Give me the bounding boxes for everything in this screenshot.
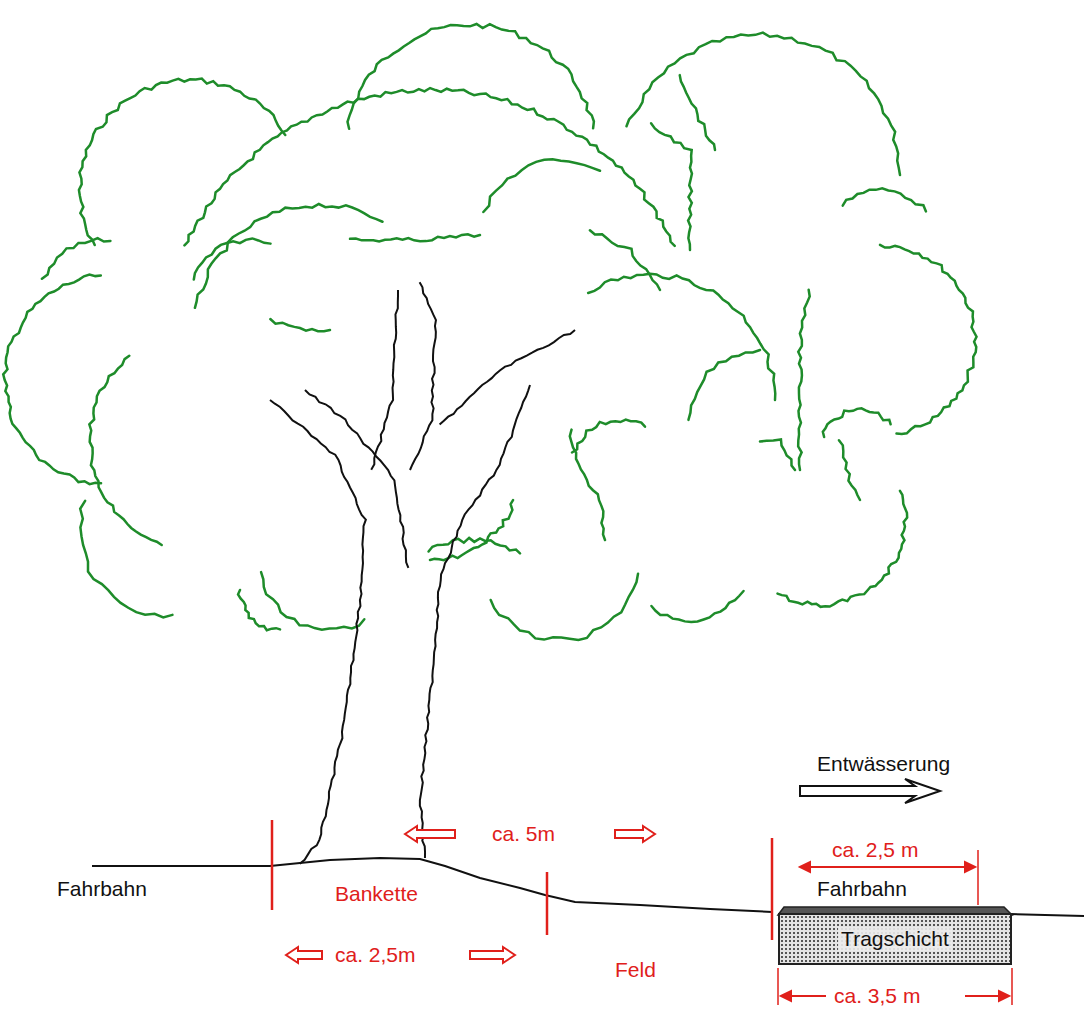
canopy-stroke — [238, 590, 280, 630]
dimension-label: ca. 2,5m — [333, 943, 418, 967]
tree-trunk — [270, 282, 575, 864]
boundary-marker — [272, 820, 772, 940]
trunk-stroke — [420, 385, 530, 858]
canopy-stroke — [194, 238, 271, 279]
canopy-stroke — [760, 440, 795, 470]
canopy-stroke — [680, 75, 715, 150]
canopy-stroke — [588, 274, 775, 400]
tree-canopy — [3, 24, 976, 640]
trunk-stroke — [270, 400, 366, 864]
area-label: Feld — [613, 958, 658, 982]
canopy-stroke — [89, 356, 161, 545]
canopy-stroke — [778, 491, 908, 607]
canopy-stroke — [429, 538, 520, 553]
trunk-stroke — [440, 330, 575, 425]
canopy-stroke — [483, 159, 600, 212]
drainage-label: Entwässerung — [815, 752, 952, 776]
canopy-stroke — [350, 234, 480, 241]
dimension-label: ca. 3,5 m — [832, 984, 922, 1008]
trunk-stroke — [371, 290, 398, 470]
canopy-stroke — [261, 572, 364, 630]
dimension-tick — [778, 850, 1012, 1005]
canopy-stroke — [42, 238, 110, 279]
canopy-stroke — [651, 591, 743, 622]
canopy-stroke — [627, 33, 900, 175]
ground-line — [92, 858, 1084, 916]
area-label: Bankette — [333, 882, 420, 906]
canopy-stroke — [843, 188, 926, 211]
canopy-stroke — [590, 230, 660, 290]
trunk-stroke — [305, 390, 408, 568]
layer-label: Tragschicht — [838, 927, 952, 951]
road-label: Fahrbahn — [55, 877, 149, 901]
drainage-arrow — [800, 779, 940, 803]
canopy-stroke — [80, 501, 172, 618]
canopy-stroke — [430, 500, 513, 560]
canopy-stroke — [347, 24, 593, 129]
canopy-stroke — [651, 123, 692, 250]
road-label: Fahrbahn — [815, 877, 909, 901]
base-layer-box: Tragschicht — [778, 913, 1012, 965]
canopy-stroke — [839, 440, 860, 500]
canopy-stroke — [823, 408, 891, 437]
canopy-stroke — [270, 319, 330, 331]
canopy-stroke — [195, 204, 383, 308]
canopy-stroke — [184, 88, 674, 246]
dimension-label: ca. 2,5 m — [830, 838, 920, 862]
dimension-label: ca. 5m — [490, 822, 557, 846]
canopy-stroke — [798, 290, 810, 470]
canopy-stroke — [688, 350, 760, 420]
canopy-stroke — [880, 245, 977, 434]
canopy-stroke — [570, 430, 605, 540]
canopy-stroke — [491, 574, 638, 640]
canopy-stroke — [3, 274, 101, 484]
canopy-stroke — [572, 420, 645, 453]
trunk-stroke — [410, 282, 436, 470]
